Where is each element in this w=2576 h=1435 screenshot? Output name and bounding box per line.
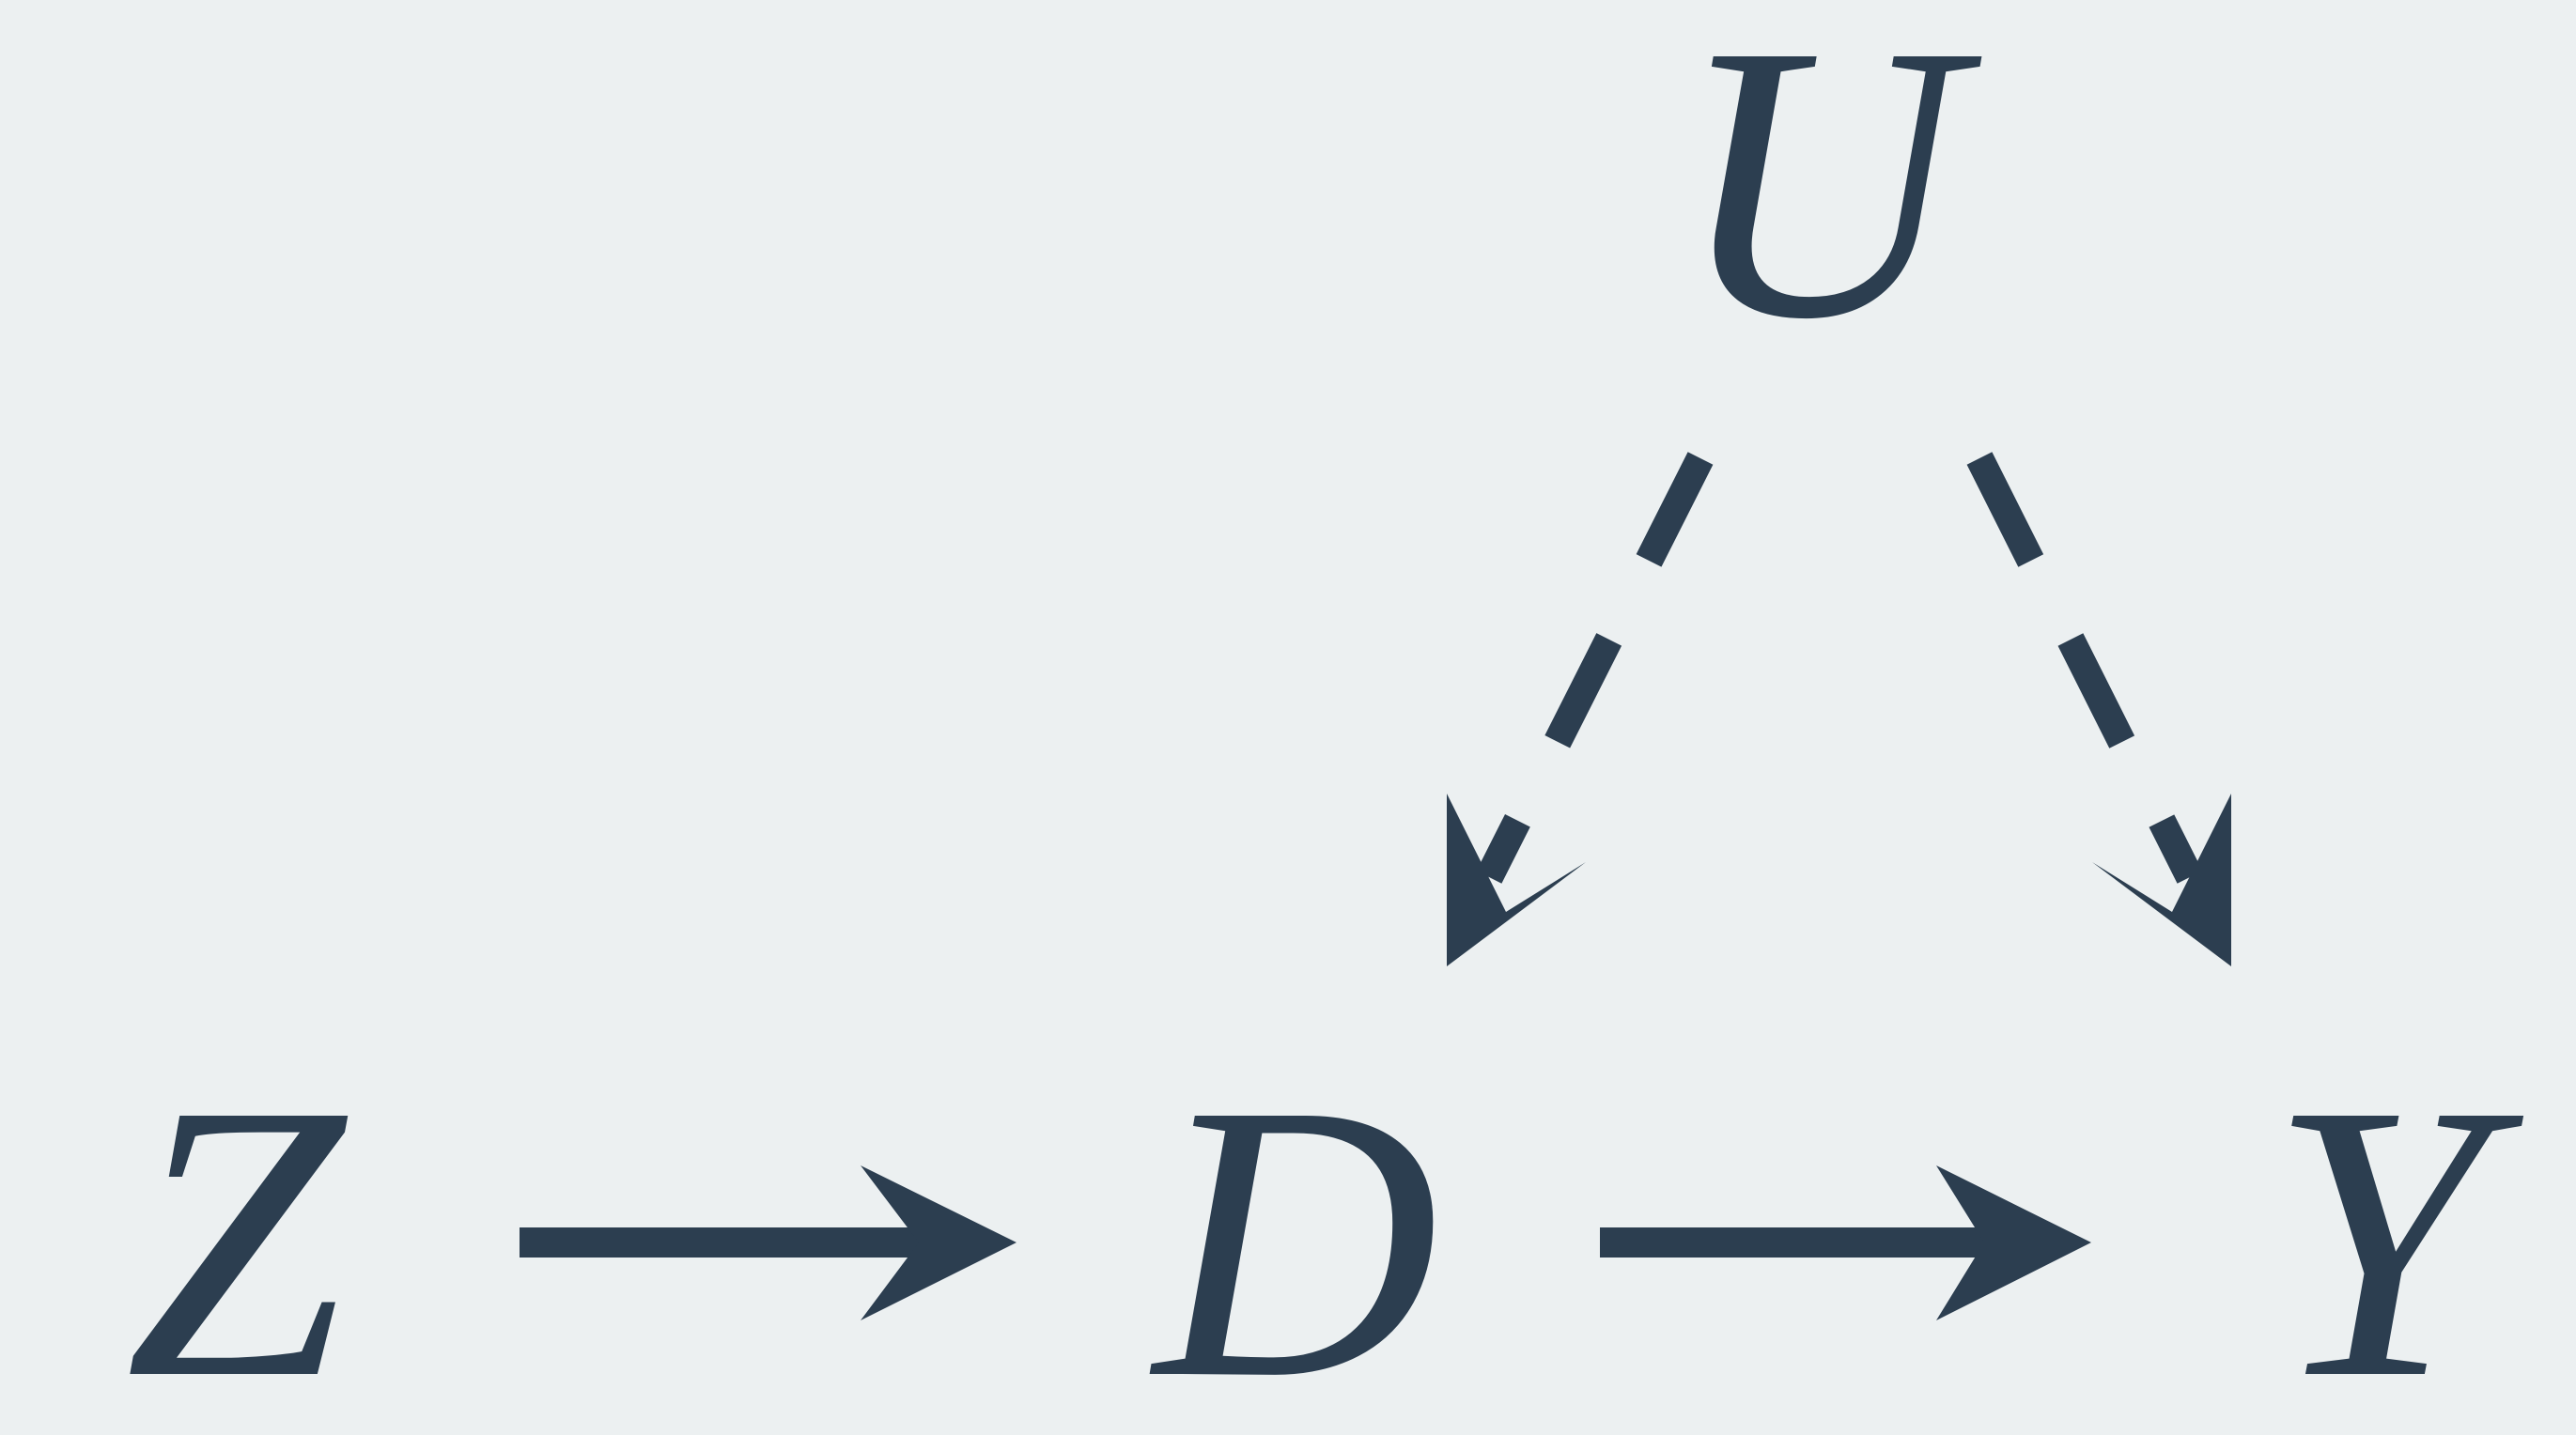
edge-u-to-d-arrowhead: [1447, 794, 1586, 966]
edge-u-to-y-line: [1966, 452, 2203, 884]
node-u-label: U: [1675, 0, 1983, 400]
node-d-label: D: [1148, 1023, 1439, 1435]
edge-d-to-y: [1600, 1165, 2091, 1320]
node-y-label: Y: [2269, 1023, 2528, 1435]
edge-u-to-y: [1966, 452, 2231, 966]
edge-u-to-d: [1447, 452, 1714, 966]
edge-z-to-d-arrowhead: [861, 1165, 1016, 1320]
node-z-label: Z: [125, 1023, 353, 1435]
edge-u-to-y-arrowhead: [2092, 794, 2231, 966]
edge-d-to-y-arrowhead: [1936, 1165, 2091, 1320]
edge-z-to-d: [520, 1165, 1016, 1320]
edge-u-to-d-line: [1476, 452, 1714, 884]
